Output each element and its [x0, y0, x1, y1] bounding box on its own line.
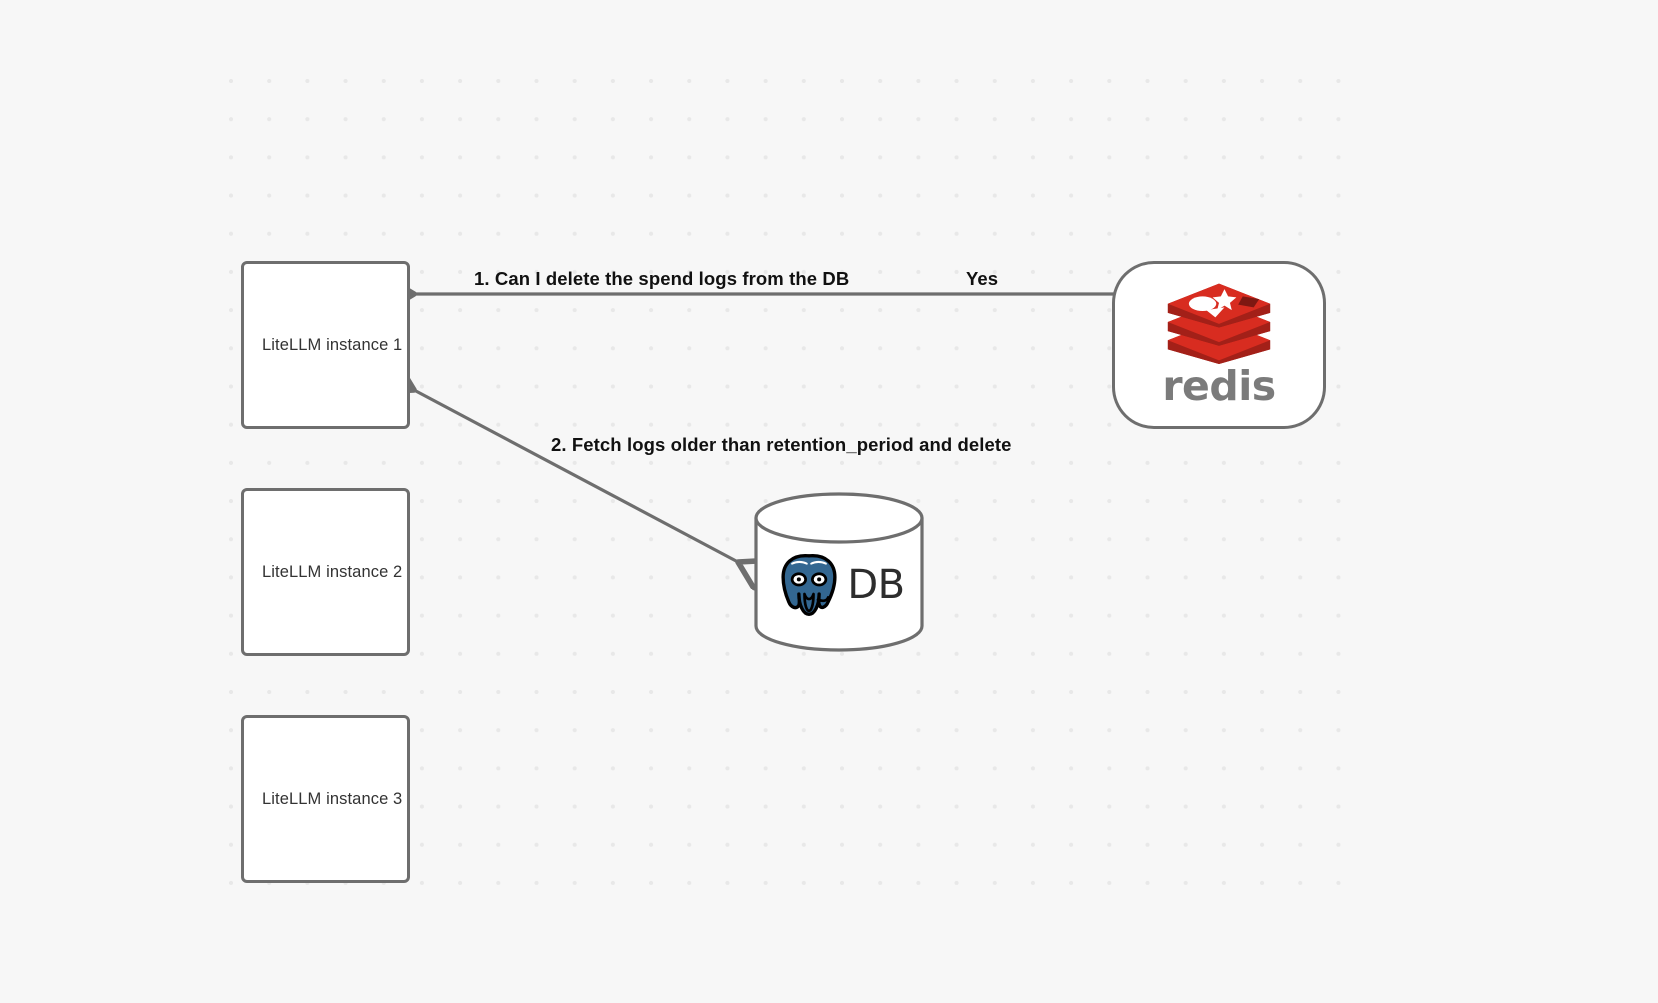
edge-label-can-i-delete: 1. Can I delete the spend logs from the …: [474, 268, 850, 289]
edge-litellm1-db: [414, 390, 738, 562]
edge-label-fetch-logs: 2. Fetch logs older than retention_perio…: [551, 434, 1012, 455]
node-litellm-instance-1[interactable]: LiteLLM instance 1: [241, 261, 410, 429]
node-redis[interactable]: redis: [1112, 261, 1326, 429]
db-logo-and-text: DB: [753, 492, 925, 652]
node-litellm-instance-2[interactable]: LiteLLM instance 2: [241, 488, 410, 656]
node-label-litellm-1: LiteLLM instance 1: [262, 335, 403, 354]
node-litellm-instance-3[interactable]: LiteLLM instance 3: [241, 715, 410, 883]
node-label-litellm-2: LiteLLM instance 2: [262, 562, 403, 581]
node-database[interactable]: DB: [753, 492, 925, 652]
postgresql-elephant-icon: [780, 552, 839, 618]
node-label-litellm-3: LiteLLM instance 3: [262, 789, 403, 808]
db-text-label: DB: [847, 562, 905, 608]
edge-label-yes: Yes: [966, 268, 999, 289]
cylinder-shape: [754, 492, 924, 652]
redis-logo: redis: [1162, 280, 1276, 410]
redis-wordmark: redis: [1162, 361, 1276, 410]
redis-stack-icon: [1167, 283, 1271, 364]
